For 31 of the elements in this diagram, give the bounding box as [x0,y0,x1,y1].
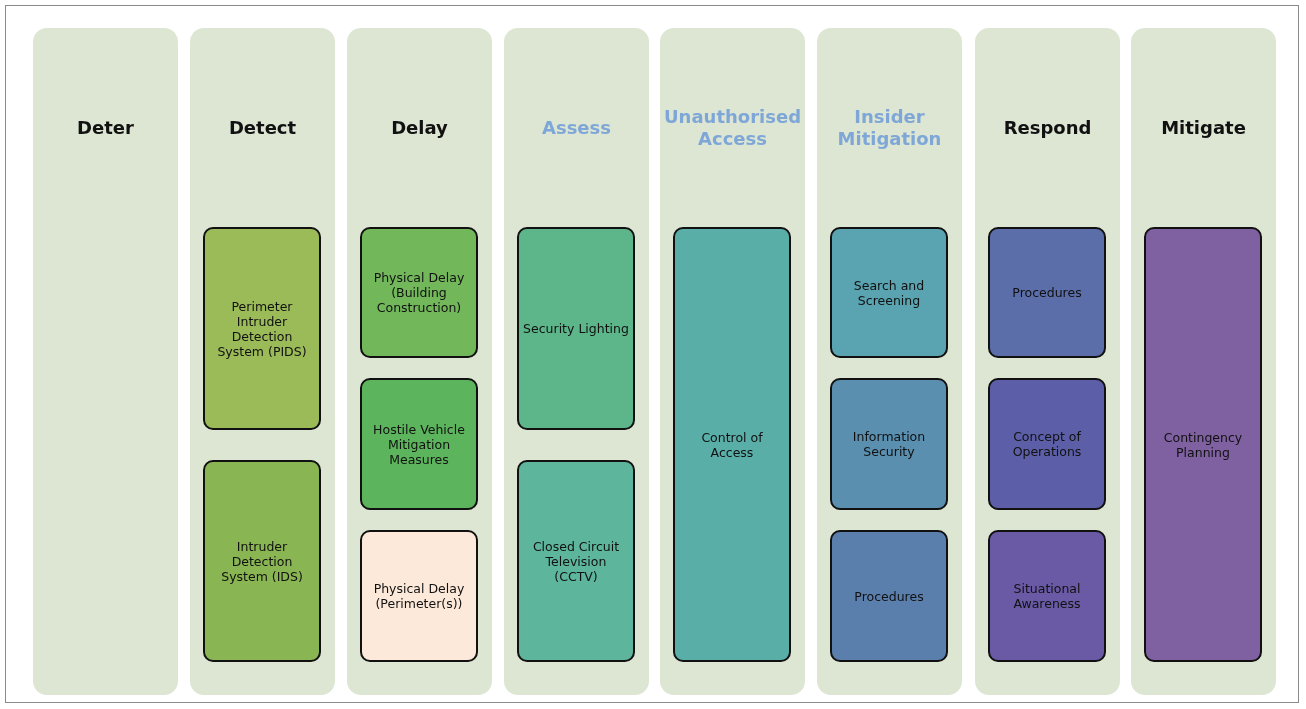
column-panel [504,28,649,695]
column-heading: Insider Mitigation [836,105,943,151]
category-box: Situational Awareness [988,530,1106,662]
category-box: Physical Delay (Building Construction) [360,227,478,358]
category-box: Concept of Operations [988,378,1106,510]
category-box: Information Security [830,378,948,510]
column-heading: Detect [227,116,298,140]
column-panel [1131,28,1276,695]
column-heading: Respond [1002,116,1093,140]
column-panel [817,28,962,695]
category-box: Intruder Detection System (IDS) [203,460,321,662]
column-panel [347,28,492,695]
category-box: Contingency Planning [1144,227,1262,662]
category-box: Search and Screening [830,227,948,358]
category-box: Procedures [988,227,1106,358]
category-box: Perimeter Intruder Detection System (PIDS) [203,227,321,430]
category-box: Hostile Vehicle Mitigation Measures [360,378,478,510]
column-panel [190,28,335,695]
category-box: Closed Circuit Television (CCTV) [517,460,635,662]
column-panel [975,28,1120,695]
category-box: Control of Access [673,227,791,662]
column-heading: Mitigate [1160,116,1247,140]
category-box: Security Lighting [517,227,635,430]
column-heading: Delay [390,116,449,140]
category-box: Procedures [830,530,948,662]
column-panel [660,28,805,695]
column-heading: Unauthorised Access [664,105,801,151]
column-heading: Deter [76,116,135,140]
column-panel [33,28,178,695]
column-heading: Assess [541,116,612,140]
category-box: Physical Delay (Perimeter(s)) [360,530,478,662]
